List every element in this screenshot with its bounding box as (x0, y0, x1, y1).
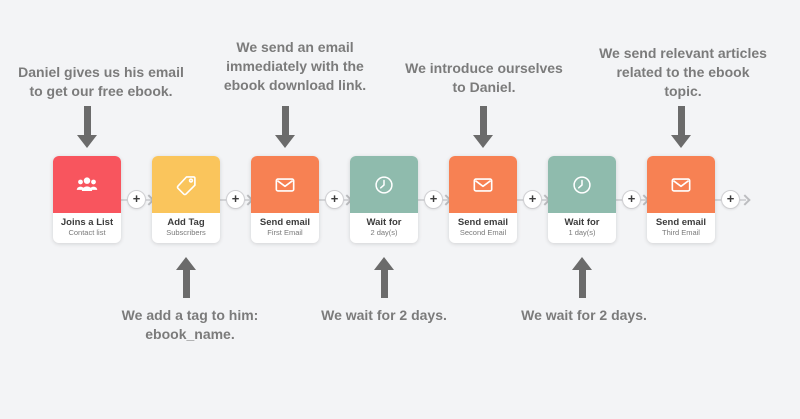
note-first-email: We send an email immediately with the eb… (224, 38, 366, 95)
step-subtitle: Second Email (459, 228, 507, 237)
note-line: We add a tag to him: (121, 307, 259, 323)
add-step-button[interactable]: + (226, 190, 245, 209)
arrow-down-icon (671, 106, 691, 148)
step-card-body: Joins a List Contact list (53, 217, 121, 247)
arrow-down-icon (473, 106, 493, 148)
step-subtitle: 1 day(s) (568, 228, 596, 237)
step-card-body: Send email Second Email (449, 217, 517, 247)
note-line: Daniel gives us his email (18, 64, 184, 80)
step-card-send-email-1[interactable]: Send email First Email (251, 156, 319, 243)
step-card-body: Send email Third Email (647, 217, 715, 247)
step-card-send-email-2[interactable]: Send email Second Email (449, 156, 517, 243)
step-card-joins-list[interactable]: Joins a List Contact list (53, 156, 121, 243)
step-card-header (53, 156, 121, 213)
step-card-header (251, 156, 319, 213)
step-card-add-tag[interactable]: Add Tag Subscribers (152, 156, 220, 243)
note-line: to Daniel. (452, 79, 516, 95)
envelope-icon (272, 172, 298, 198)
step-card-body: Wait for 2 day(s) (350, 217, 418, 247)
step-card-body: Add Tag Subscribers (152, 217, 220, 247)
step-card-header (449, 156, 517, 213)
add-step-button[interactable]: + (721, 190, 740, 209)
note-third-email: We send relevant articles related to the… (599, 44, 767, 101)
note-line: topic. (664, 83, 702, 99)
note-add-tag: We add a tag to him: ebook_name. (122, 306, 259, 344)
add-step-button[interactable]: + (622, 190, 641, 209)
step-title: Add Tag (167, 217, 205, 228)
step-title: Send email (655, 217, 707, 228)
envelope-icon (668, 172, 694, 198)
note-line: ebook_name. (145, 326, 235, 342)
note-second-email: We introduce ourselves to Daniel. (405, 59, 563, 97)
envelope-icon (470, 172, 496, 198)
step-title: Wait for (564, 217, 600, 228)
step-card-body: Send email First Email (251, 217, 319, 247)
note-line: We send relevant articles (599, 45, 767, 61)
step-title: Send email (259, 217, 311, 228)
step-card-body: Wait for 1 day(s) (548, 217, 616, 247)
clock-icon (569, 172, 595, 198)
arrow-up-icon (374, 257, 394, 298)
step-card-wait-2[interactable]: Wait for 1 day(s) (548, 156, 616, 243)
add-step-button[interactable]: + (325, 190, 344, 209)
note-wait-2: We wait for 2 days. (521, 306, 647, 325)
step-title: Wait for (366, 217, 402, 228)
step-subtitle: 2 day(s) (370, 228, 398, 237)
step-title: Joins a List (60, 217, 114, 228)
step-card-header (350, 156, 418, 213)
note-wait-1: We wait for 2 days. (321, 306, 447, 325)
step-card-header (548, 156, 616, 213)
add-step-button[interactable]: + (127, 190, 146, 209)
add-step-button[interactable]: + (424, 190, 443, 209)
step-subtitle: Subscribers (166, 228, 206, 237)
arrow-up-icon (176, 257, 196, 298)
note-line: immediately with the (226, 58, 364, 74)
connector-arrowhead-icon (739, 194, 751, 206)
tag-icon (173, 172, 199, 198)
users-icon (74, 172, 100, 198)
step-subtitle: First Email (267, 228, 303, 237)
note-joins-list: Daniel gives us his email to get our fre… (18, 63, 184, 101)
arrow-down-icon (77, 106, 97, 148)
note-line: ebook download link. (223, 77, 367, 93)
step-card-wait-1[interactable]: Wait for 2 day(s) (350, 156, 418, 243)
note-line: We wait for 2 days. (321, 307, 447, 323)
arrow-down-icon (275, 106, 295, 148)
note-line: to get our free ebook. (29, 83, 173, 99)
note-line: We introduce ourselves (405, 60, 563, 76)
step-card-send-email-3[interactable]: Send email Third Email (647, 156, 715, 243)
add-step-button[interactable]: + (523, 190, 542, 209)
step-subtitle: Contact list (68, 228, 106, 237)
step-subtitle: Third Email (662, 228, 700, 237)
note-line: We send an email (236, 39, 354, 55)
clock-icon (371, 172, 397, 198)
note-line: related to the ebook (616, 64, 750, 80)
step-card-header (152, 156, 220, 213)
step-card-header (647, 156, 715, 213)
arrow-up-icon (572, 257, 592, 298)
note-line: We wait for 2 days. (521, 307, 647, 323)
step-title: Send email (457, 217, 509, 228)
